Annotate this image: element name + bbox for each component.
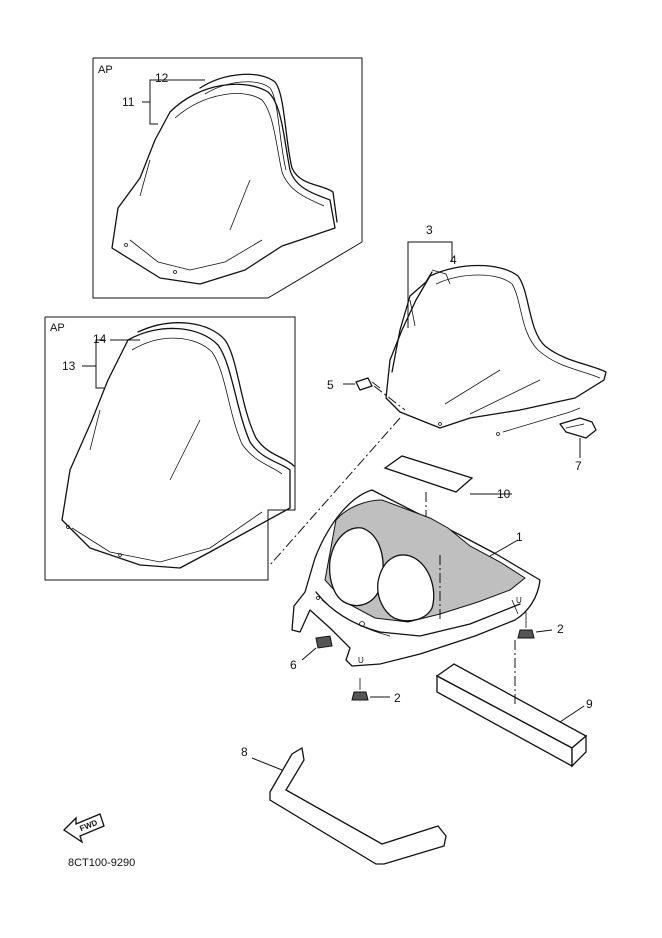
- callout-3-bracket: [407, 241, 453, 328]
- screw-part-2-bottom: [351, 678, 390, 701]
- foam-block-part-9: [435, 663, 588, 768]
- callout-6: 6: [290, 658, 297, 672]
- callout-8: 8: [241, 745, 248, 759]
- pad-part-10: [383, 455, 512, 495]
- callout-14: 14: [93, 332, 107, 346]
- windshield-main: [385, 264, 607, 436]
- callout-7: 7: [575, 459, 582, 473]
- trim-strip-part-8: [251, 746, 447, 865]
- cowl-part-1: U U: [291, 489, 541, 667]
- svg-text:U: U: [516, 596, 522, 605]
- callout-10: 10: [497, 487, 511, 501]
- bolt-part-5: [343, 377, 406, 411]
- windshield-ap-lower: [61, 322, 295, 569]
- callout-5: 5: [327, 378, 334, 392]
- callout-12: 12: [155, 71, 169, 85]
- callout-13-bracket: [82, 339, 140, 389]
- callout-11: 11: [122, 95, 135, 109]
- assembly-centerline: [269, 417, 401, 566]
- fwd-arrow-icon: FWD: [62, 813, 105, 844]
- grommet-part-6: [301, 635, 333, 661]
- inset-box-ap-upper: AP 12 11: [92, 57, 363, 299]
- diagram-code: 8CT100-9290: [68, 857, 135, 869]
- callout-9: 9: [586, 697, 593, 711]
- callout-3: 3: [426, 223, 433, 237]
- inset-label-ap-lower: AP: [50, 322, 65, 334]
- callout-2-bottom: 2: [394, 691, 401, 705]
- screw-part-2-right: [517, 612, 553, 639]
- windshield-ap-upper: [111, 73, 338, 285]
- clip-part-7: [559, 417, 597, 458]
- inset-label-ap-upper: AP: [98, 64, 113, 76]
- inset-box-ap-lower: AP 14 13: [44, 316, 296, 581]
- callout-4: 4: [450, 253, 457, 267]
- callout-13: 13: [62, 359, 76, 373]
- svg-text:U: U: [358, 656, 364, 665]
- callout-11-bracket: [142, 79, 205, 125]
- callout-1: 1: [516, 530, 523, 544]
- callout-2-right: 2: [557, 622, 564, 636]
